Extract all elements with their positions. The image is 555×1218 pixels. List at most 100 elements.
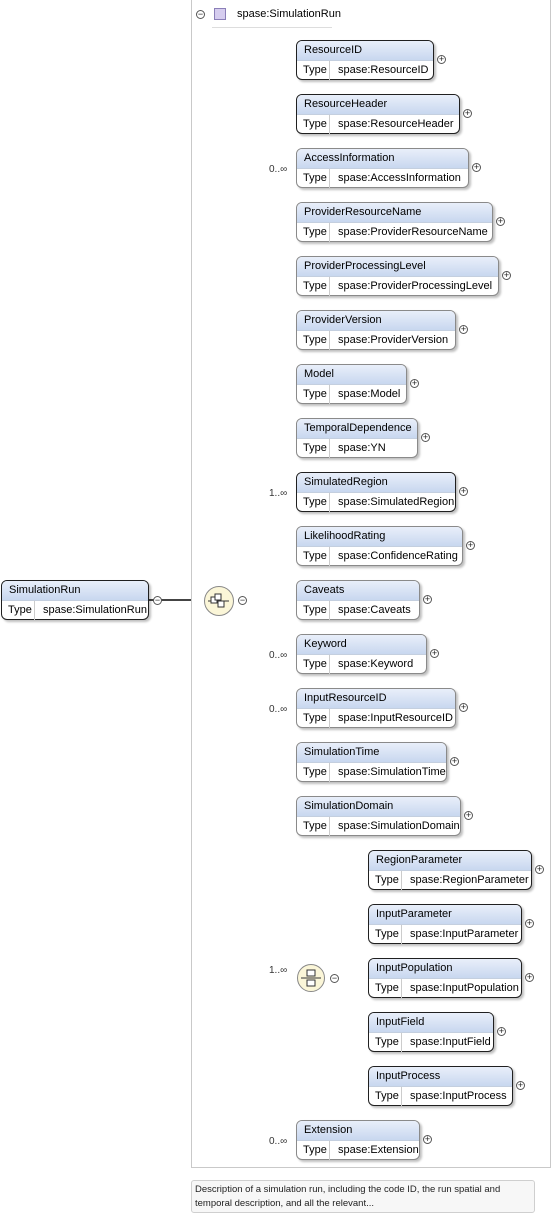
type-label: Type — [297, 1141, 330, 1160]
expand-icon[interactable]: + — [496, 216, 505, 226]
type-value: spase:InputProcess — [410, 1090, 507, 1102]
type-label: Type — [297, 655, 330, 674]
element-name: SimulationRun — [2, 581, 148, 601]
expand-icon[interactable]: + — [497, 1026, 506, 1036]
element-name: InputResourceID — [297, 689, 455, 709]
expand-icon[interactable]: + — [466, 540, 475, 550]
collapse-sequence-icon[interactable]: − — [238, 595, 247, 605]
collapse-choice-icon[interactable]: − — [330, 973, 339, 983]
type-value: spase:InputField — [410, 1036, 491, 1048]
element-name: SimulationDomain — [297, 797, 460, 817]
expand-icon[interactable]: + — [430, 648, 439, 658]
occurrence-label: 0..∞ — [269, 704, 288, 715]
type-label: Type — [2, 601, 35, 620]
type-value: spase:Model — [338, 388, 401, 400]
type-value: spase:AccessInformation — [338, 172, 461, 184]
occurrence-label: 1..∞ — [269, 488, 288, 499]
element-name: SimulatedRegion — [297, 473, 455, 493]
expand-icon[interactable]: + — [516, 1080, 525, 1090]
element-name: InputParameter — [369, 905, 521, 925]
element-name: InputProcess — [369, 1067, 512, 1087]
collapse-root-icon[interactable]: − — [153, 595, 162, 605]
expand-icon[interactable]: + — [459, 486, 468, 496]
type-value: spase:SimulatedRegion — [338, 496, 455, 508]
collapse-complex-type-icon[interactable]: − — [196, 9, 205, 19]
expand-icon[interactable]: + — [535, 864, 544, 874]
occurrence-label: 0..∞ — [269, 650, 288, 661]
type-value: spase:Keyword — [338, 658, 414, 670]
occurrence-label: 0..∞ — [269, 1136, 288, 1147]
type-value: spase:InputParameter — [410, 928, 519, 940]
expand-icon[interactable]: + — [437, 54, 446, 64]
type-label: Type — [297, 115, 330, 134]
type-label: Type — [297, 331, 330, 350]
type-value: spase:SimulationTime — [338, 766, 446, 778]
type-label: Type — [297, 817, 330, 836]
expand-icon[interactable]: + — [472, 162, 481, 172]
type-value: spase:Extension — [338, 1144, 419, 1156]
expand-icon[interactable]: + — [464, 810, 473, 820]
type-label: Type — [369, 1033, 402, 1052]
type-value: spase:YN — [338, 442, 386, 454]
expand-icon[interactable]: + — [525, 918, 534, 928]
element-name: RegionParameter — [369, 851, 531, 871]
element-name: ResourceID — [297, 41, 433, 61]
type-value: spase:InputResourceID — [338, 712, 453, 724]
type-value: spase:RegionParameter — [410, 874, 529, 886]
expand-icon[interactable]: + — [463, 108, 472, 118]
type-label: Type — [297, 277, 330, 296]
element-name: Caveats — [297, 581, 419, 601]
choice-compositor-icon[interactable] — [296, 963, 326, 993]
root-element-simulationrun[interactable]: SimulationRun Type spase:SimulationRun — [1, 580, 149, 620]
expand-icon[interactable]: + — [450, 756, 459, 766]
type-label: Type — [297, 547, 330, 566]
expand-icon[interactable]: + — [423, 1134, 432, 1144]
type-label: Type — [369, 871, 402, 890]
type-label: Type — [297, 493, 330, 512]
expand-icon[interactable]: + — [410, 378, 419, 388]
expand-icon[interactable]: + — [421, 432, 430, 442]
sequence-compositor-icon[interactable] — [203, 585, 235, 617]
expand-icon[interactable]: + — [459, 324, 468, 334]
expand-icon[interactable]: + — [502, 270, 511, 280]
expand-icon[interactable]: + — [423, 594, 432, 604]
annotation-box: Description of a simulation run, includi… — [191, 1180, 535, 1213]
type-value: spase:SimulationDomain — [338, 820, 460, 832]
title-divider — [212, 27, 332, 28]
type-label: Type — [369, 925, 402, 944]
type-label: Type — [297, 61, 330, 80]
occurrence-label: 0..∞ — [269, 164, 288, 175]
expand-icon[interactable]: + — [525, 972, 534, 982]
expand-icon[interactable]: + — [459, 702, 468, 712]
element-name: ProviderProcessingLevel — [297, 257, 498, 277]
element-name: InputPopulation — [369, 959, 521, 979]
type-label: Type — [369, 979, 402, 998]
complex-type-title: spase:SimulationRun — [237, 8, 341, 20]
type-value: spase:SimulationRun — [43, 604, 147, 616]
type-value: spase:ProviderProcessingLevel — [338, 280, 493, 292]
type-label: Type — [297, 169, 330, 188]
element-name: ProviderVersion — [297, 311, 455, 331]
element-name: InputField — [369, 1013, 493, 1033]
